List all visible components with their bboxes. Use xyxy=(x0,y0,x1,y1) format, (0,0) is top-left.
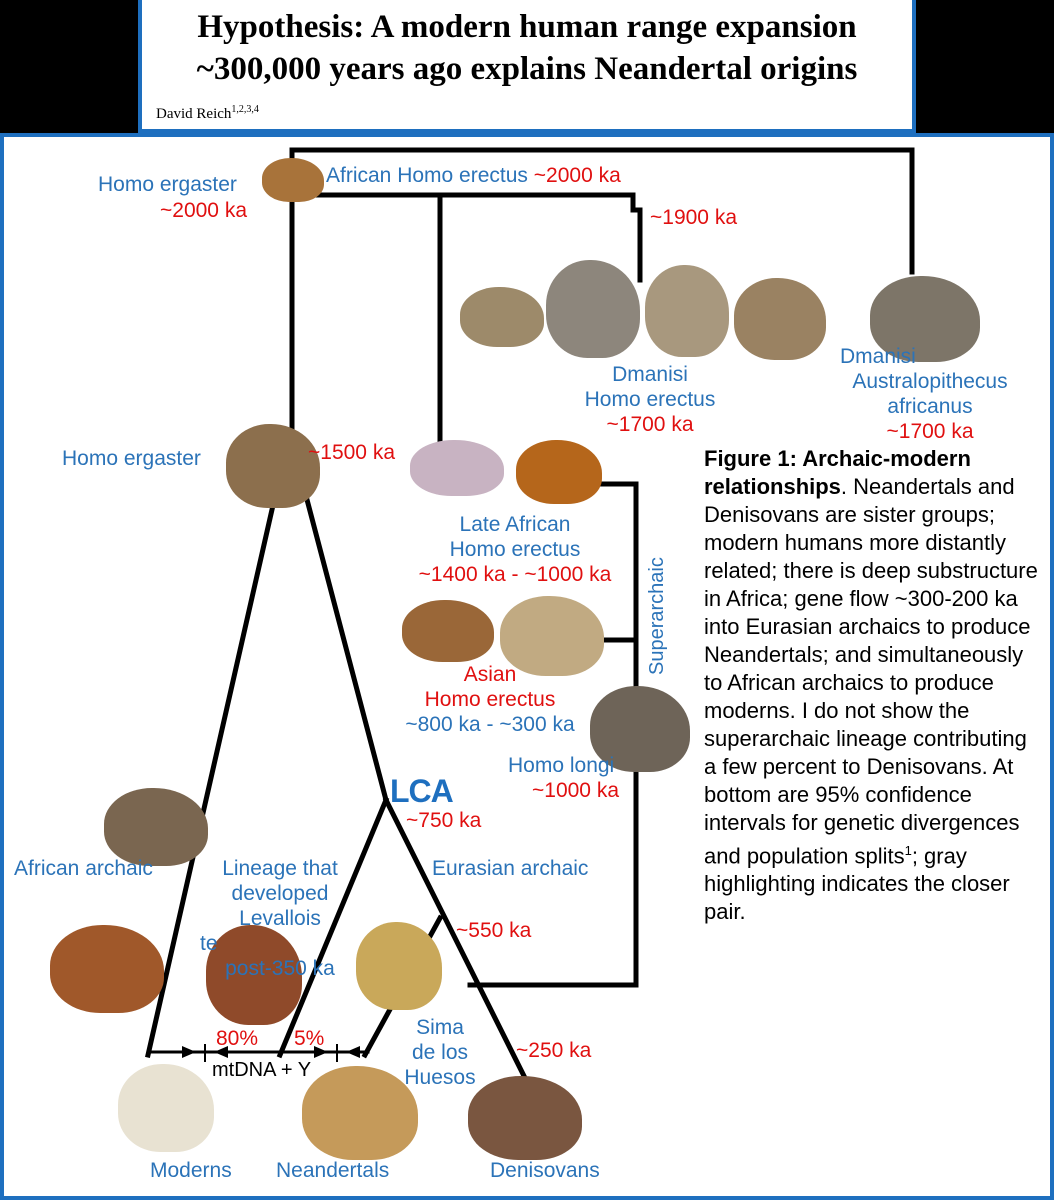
page-title: Hypothesis: A modern human range expansi… xyxy=(142,6,912,90)
label-late-african-homo-erectus: Late African Homo erectus ~1400 ka - ~10… xyxy=(400,512,630,587)
late-african-line2: Homo erectus xyxy=(449,538,581,561)
date-1500: ~1500 ka xyxy=(308,441,395,464)
date-lca: ~750 ka xyxy=(406,809,482,832)
label-african-archaic: African archaic xyxy=(14,857,153,880)
sima-line3: Huesos xyxy=(404,1066,476,1089)
date-250: ~250 ka xyxy=(516,1039,592,1062)
skull-homo-ergaster-mid xyxy=(226,424,320,508)
dmanisi-au-line3: africanus xyxy=(887,395,973,418)
skull-dmanisi-1 xyxy=(460,287,544,347)
skull-moderns xyxy=(118,1064,214,1152)
skull-asian-1 xyxy=(402,600,494,662)
branch-to-african-archaic xyxy=(145,489,279,1058)
author-line: David Reich1,2,3,4 xyxy=(156,104,259,123)
skull-australopithecus xyxy=(870,276,980,362)
dmanisi-au-date: ~1700 ka xyxy=(886,420,974,443)
label-dmanisi-australopithecus: Dmanisi Australopithecus africanus ~1700… xyxy=(820,344,1040,444)
skull-asian-2 xyxy=(500,596,604,676)
header-banner: Hypothesis: A modern human range expansi… xyxy=(138,0,916,133)
african-homo-erectus-name: African Homo erectus xyxy=(326,164,528,187)
skull-dmanisi-3 xyxy=(645,265,729,357)
date-homo-longi: ~1000 ka xyxy=(532,779,619,802)
lineage-line1: Lineage that xyxy=(222,857,338,880)
skull-levallois xyxy=(206,925,302,1025)
label-denisovans: Denisovans xyxy=(490,1159,600,1182)
label-eurasian-archaic: Eurasian archaic xyxy=(432,857,589,880)
branch-to-lca xyxy=(301,488,390,804)
branch-erectus xyxy=(289,192,643,283)
skull-dmanisi-2 xyxy=(546,260,640,358)
label-moderns: Moderns xyxy=(150,1159,232,1182)
date-550: ~550 ka xyxy=(456,919,532,942)
author-name: David Reich xyxy=(156,106,232,122)
caption-sup: 1 xyxy=(904,843,912,858)
skull-late-african-2 xyxy=(516,440,602,504)
sima-line2: de los xyxy=(411,1041,469,1064)
pct-5: 5% xyxy=(294,1027,325,1050)
caption-body-2: ; gray highlighting indicates the closer… xyxy=(704,843,1010,925)
label-homo-longi: Homo longi xyxy=(508,754,615,777)
skull-eurasian xyxy=(356,922,442,1010)
label-sima-de-los-huesos: Sima de los Huesos xyxy=(390,1015,490,1090)
skull-african-archaic xyxy=(104,788,208,866)
label-lca: LCA xyxy=(390,773,454,809)
branch-lca-right xyxy=(382,796,529,1082)
date-1900: ~1900 ka xyxy=(650,206,737,229)
label-homo-ergaster-mid: Homo ergaster xyxy=(62,447,201,470)
african-homo-erectus-date: ~2000 ka xyxy=(533,164,621,187)
skull-homo-longi xyxy=(590,686,690,772)
label-african-homo-erectus: African Homo erectus ~2000 ka xyxy=(326,163,621,188)
figure-caption: Figure 1: Archaic-modern relationships. … xyxy=(704,445,1044,926)
title-line-1: Hypothesis: A modern human range expansi… xyxy=(197,9,857,45)
label-neandertals: Neandertals xyxy=(276,1159,390,1182)
label-mtdna-y: mtDNA + Y xyxy=(212,1059,312,1081)
skull-kabwe xyxy=(50,925,164,1013)
asian-date: ~800 ka - ~300 ka xyxy=(405,713,575,736)
asian-line1: Asian xyxy=(463,663,517,686)
dmanisi-he-line1: Dmanisi xyxy=(612,363,688,386)
lineage-line4: te xyxy=(200,932,218,955)
title-line-2: ~300,000 years ago explains Neandertal o… xyxy=(196,51,858,87)
dmanisi-he-line2: Homo erectus xyxy=(584,388,716,411)
branch-lca-left xyxy=(276,796,390,1059)
label-levallois-lineage: Lineage that developed Levallois te post… xyxy=(200,856,360,981)
lineage-line5: post-350 ka xyxy=(225,957,335,980)
label-dmanisi-homo-erectus: Dmanisi Homo erectus ~1700 ka xyxy=(560,362,740,437)
label-homo-ergaster-top: Homo ergaster xyxy=(98,173,237,196)
lineage-line2: developed xyxy=(231,882,329,905)
late-african-date: ~1400 ka - ~1000 ka xyxy=(418,563,612,586)
label-superarchaic: Superarchaic xyxy=(646,557,668,675)
skull-late-african-1 xyxy=(410,440,504,496)
caption-heading: Figure 1: Archaic-modern relationships xyxy=(704,446,971,499)
lineage-line3: Levallois xyxy=(239,907,321,930)
skull-neandertals xyxy=(302,1066,418,1160)
sima-line1: Sima xyxy=(416,1016,464,1039)
caption-body-1: Neandertals and Denisovans are sister gr… xyxy=(704,474,1038,869)
asian-line2: Homo erectus xyxy=(424,688,556,711)
branch-top-right xyxy=(289,147,915,275)
skull-dmanisi-4 xyxy=(734,278,826,360)
date-homo-ergaster-top: ~2000 ka xyxy=(160,199,247,222)
pct-80: 80% xyxy=(216,1027,259,1050)
dmanisi-au-line2: Australopithecus xyxy=(852,370,1008,393)
dmanisi-au-line1: Dmanisi xyxy=(840,345,916,368)
dmanisi-he-date: ~1700 ka xyxy=(606,413,694,436)
late-african-line1: Late African xyxy=(459,513,571,536)
label-asian-homo-erectus: Asian Homo erectus ~800 ka - ~300 ka xyxy=(385,662,595,737)
caption-period: . xyxy=(840,474,848,499)
skull-homo-ergaster-top xyxy=(262,158,324,202)
skull-denisovans xyxy=(468,1076,582,1160)
author-affiliations: 1,2,3,4 xyxy=(231,104,259,115)
